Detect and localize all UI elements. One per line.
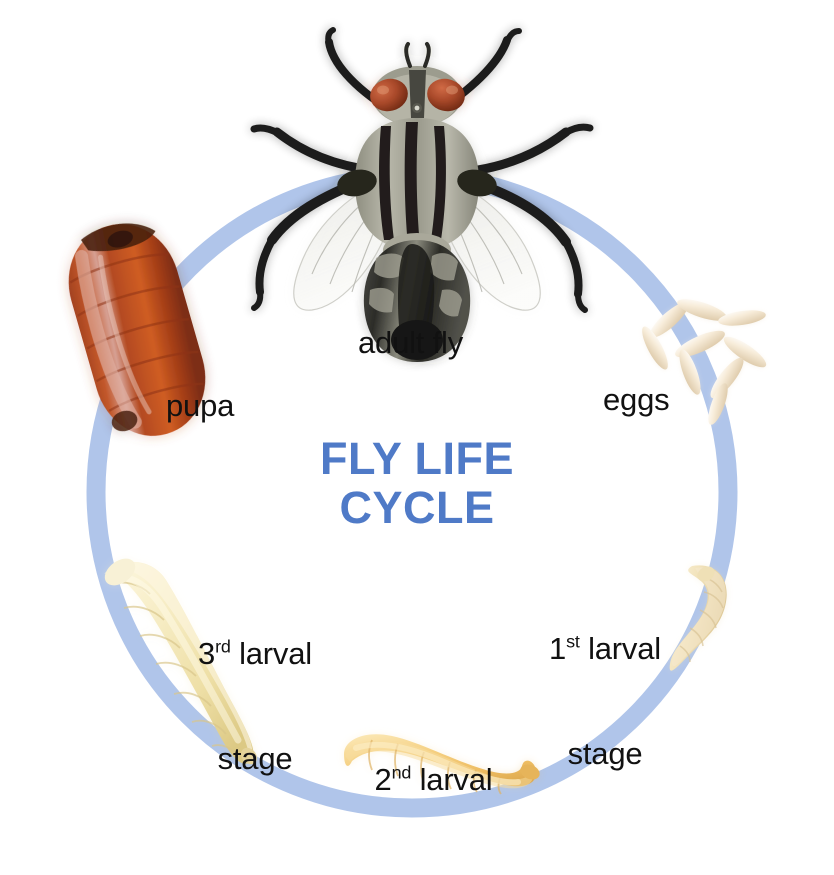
diagram-title-line1: FLY LIFE <box>319 433 515 484</box>
label-larva2-rest: larval <box>411 762 493 798</box>
label-larva3-line1: 3rd larval <box>185 637 325 672</box>
egg <box>723 336 767 368</box>
larva3-posterior <box>241 747 257 765</box>
label-larva1-stage: 1st larval stage <box>540 563 670 841</box>
label-larva3-stage: 3rd larval stage <box>185 568 325 846</box>
egg <box>679 349 701 395</box>
label-larva3-number: 3 <box>198 636 216 672</box>
label-eggs: eggs <box>603 382 670 417</box>
label-larva2-stage: 2nd larval stage <box>366 694 501 875</box>
label-larva2-line2: stage <box>366 867 501 875</box>
larva2-posterior <box>520 764 540 780</box>
larva3-body <box>104 561 254 764</box>
fly-thorax-stripes <box>379 122 446 246</box>
egg <box>718 310 766 326</box>
egg-cluster <box>642 299 767 425</box>
label-larva2-number: 2 <box>374 762 392 798</box>
label-larva1-line1: 1st larval <box>540 632 670 667</box>
label-larva2-ordinal: nd <box>391 763 412 784</box>
label-larva2-line1: 2nd larval <box>366 763 501 798</box>
label-larva1-number: 1 <box>549 631 567 667</box>
label-larva3-rest: larval <box>230 636 312 672</box>
label-adult-fly: adult fly <box>358 325 464 360</box>
egg <box>708 383 728 425</box>
diagram-title: FLY LIFE CYCLE <box>0 433 834 533</box>
label-larva1-ordinal: st <box>566 632 580 653</box>
pupa-posterior-spiracle <box>111 410 138 432</box>
egg <box>649 302 689 338</box>
egg <box>677 299 727 321</box>
label-larva1-line2: stage <box>567 735 643 771</box>
egg <box>710 357 744 399</box>
egg <box>675 330 725 358</box>
larva3-anterior <box>104 558 136 586</box>
label-pupa: pupa <box>166 388 235 423</box>
label-larva3-line2: stage <box>217 740 293 776</box>
egg <box>642 326 668 370</box>
label-larva3-ordinal: rd <box>215 637 231 658</box>
diagram-title-line2: CYCLE <box>339 481 495 533</box>
label-larva1-rest: larval <box>579 631 661 667</box>
